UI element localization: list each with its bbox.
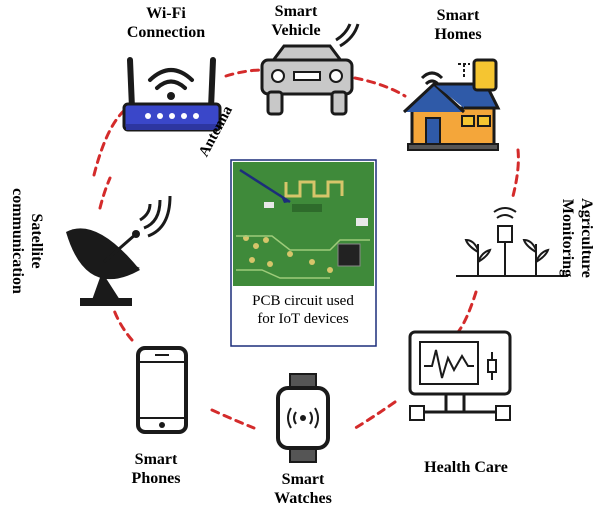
pcb-panel — [230, 159, 377, 347]
label-satellite: Satellite communication — [9, 188, 45, 294]
wifi-router-icon — [122, 57, 222, 132]
smart-vehicle-icon — [260, 23, 360, 116]
label-homes: Smart Homes — [434, 7, 482, 43]
label-wifi: Wi-Fi Connection — [126, 5, 206, 41]
label-health-care: Health Care — [424, 459, 508, 476]
agriculture-icon — [456, 207, 568, 277]
antenna-arrow — [239, 168, 291, 204]
satellite-dish-icon — [66, 195, 172, 306]
label-watches: Smart Watches — [274, 471, 332, 507]
label-agriculture: Agriculture Monitoring — [559, 198, 595, 278]
pcb-caption: PCB circuit used for IoT devices — [252, 293, 354, 327]
health-care-icon — [408, 330, 512, 421]
smart-watch-icon — [276, 373, 330, 463]
label-phones: Smart Phones — [131, 451, 181, 487]
connection-ring — [92, 68, 520, 432]
smart-home-icon — [402, 58, 501, 151]
label-vehicle: Smart Vehicle — [271, 3, 321, 39]
smart-phone-icon — [136, 346, 188, 434]
